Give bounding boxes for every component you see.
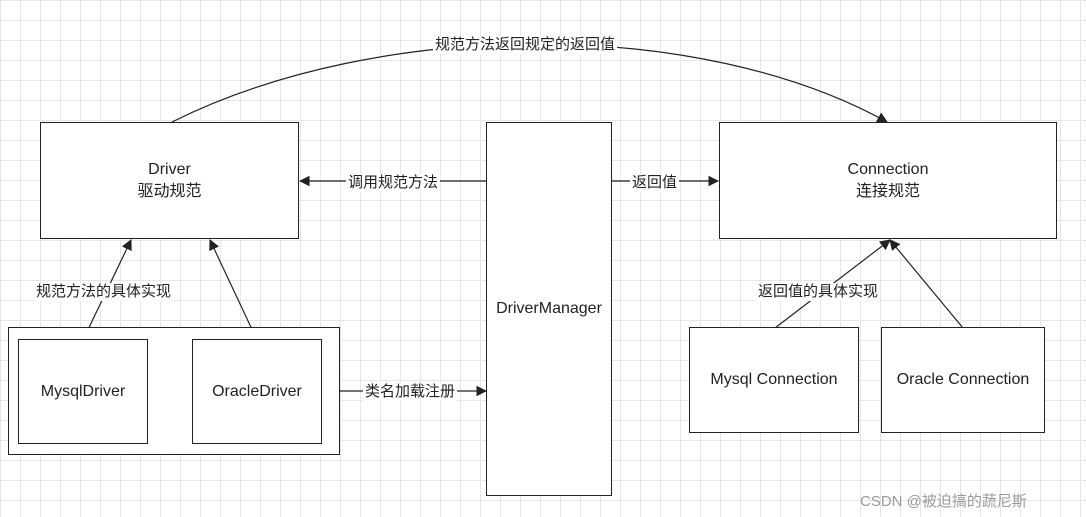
top-arc-label: 规范方法返回规定的返回值 xyxy=(433,36,618,54)
driver-manager-title: DriverManager xyxy=(496,300,602,317)
oracle-connection-title: Oracle Connection xyxy=(896,371,1030,388)
call-method-label: 调用规范方法 xyxy=(346,174,441,192)
connection-title: Connection xyxy=(847,160,929,178)
arc-driver-to-connection xyxy=(171,43,888,123)
mysql-driver-title: MysqlDriver xyxy=(40,382,126,400)
impl-connection-label: 返回值的具体实现 xyxy=(756,283,881,301)
driver-title: Driver xyxy=(148,160,191,178)
oracle-driver-box[interactable]: OracleDriver xyxy=(192,339,322,444)
connection-box[interactable]: Connection 连接规范 xyxy=(719,122,1057,239)
mysql-connection-title: Mysql Connection xyxy=(710,371,838,388)
class-load-label: 类名加载注册 xyxy=(363,383,458,401)
mysql-connection-box[interactable]: Mysql Connection xyxy=(689,327,859,433)
arrow-oracleconn-to-connection xyxy=(889,239,964,329)
driver-box[interactable]: Driver 驱动规范 xyxy=(40,122,299,239)
oracle-connection-box[interactable]: Oracle Connection xyxy=(881,327,1045,433)
watermark: CSDN @被迫搞的蔬尼斯 xyxy=(860,493,1027,510)
driver-subtitle: 驱动规范 xyxy=(137,182,202,200)
oracle-driver-title: OracleDriver xyxy=(212,382,302,400)
mysql-driver-box[interactable]: MysqlDriver xyxy=(18,339,148,444)
impl-driver-label: 规范方法的具体实现 xyxy=(34,283,174,301)
driver-manager-box[interactable]: DriverManager xyxy=(486,122,612,496)
return-value-label: 返回值 xyxy=(630,174,680,192)
arrow-oracledriver-to-driver xyxy=(209,239,258,341)
connection-subtitle: 连接规范 xyxy=(855,182,920,200)
